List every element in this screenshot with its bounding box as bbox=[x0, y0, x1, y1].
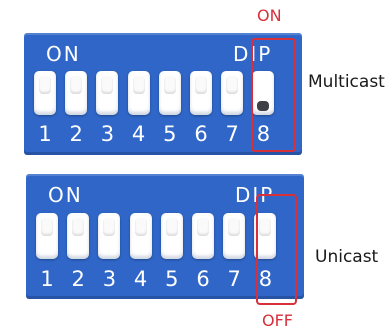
actuator-slot bbox=[134, 218, 147, 236]
actuator-slot bbox=[70, 76, 83, 94]
switch-1-actuator[interactable] bbox=[34, 71, 56, 115]
actuator-slot bbox=[259, 218, 272, 236]
switch-7-number: 7 bbox=[225, 122, 239, 146]
dip-on-marking: ON bbox=[48, 183, 83, 207]
switch-8-number: 8 bbox=[256, 122, 271, 146]
switch-4-number: 4 bbox=[133, 267, 148, 291]
actuator-slot bbox=[103, 218, 116, 236]
switch-4-number: 4 bbox=[131, 122, 146, 146]
actuator-slot bbox=[132, 76, 145, 94]
dip-on-marking: ON bbox=[46, 42, 81, 66]
switch-4-actuator[interactable] bbox=[129, 213, 152, 259]
switch-4-actuator[interactable] bbox=[127, 71, 150, 115]
switch-5-number: 5 bbox=[163, 122, 177, 146]
actuator-slot bbox=[197, 218, 209, 236]
switch-3-actuator[interactable] bbox=[98, 213, 121, 259]
on-state-label: ON bbox=[257, 6, 282, 25]
actuator-slot bbox=[257, 101, 270, 111]
switch-7-actuator[interactable] bbox=[223, 213, 246, 259]
actuator-slot bbox=[226, 76, 239, 94]
switch-6-actuator[interactable] bbox=[190, 71, 212, 115]
switch-5-number: 5 bbox=[165, 267, 179, 291]
switch-2-actuator[interactable] bbox=[67, 213, 90, 259]
switch-8-actuator[interactable] bbox=[252, 71, 275, 115]
switch-2-actuator[interactable] bbox=[65, 71, 88, 115]
switch-6-number: 6 bbox=[194, 122, 208, 146]
unicast-label: Unicast bbox=[315, 247, 379, 267]
switch-2-number: 2 bbox=[69, 122, 83, 146]
switch-3-number: 3 bbox=[100, 122, 115, 146]
switch-1-number: 1 bbox=[38, 122, 52, 146]
switch-8-actuator[interactable] bbox=[254, 213, 277, 259]
switch-7-number: 7 bbox=[227, 267, 241, 291]
actuator-slot bbox=[163, 76, 176, 94]
switch-6-number: 6 bbox=[196, 267, 210, 291]
actuator-slot bbox=[228, 218, 241, 236]
switch-5-actuator[interactable] bbox=[160, 213, 183, 259]
actuator-slot bbox=[41, 218, 53, 236]
switch-8-highlight bbox=[251, 38, 296, 152]
switch-6-actuator[interactable] bbox=[192, 213, 214, 259]
switch-3-number: 3 bbox=[102, 267, 117, 291]
actuator-slot bbox=[195, 76, 207, 94]
dip-brand-marking: DIP bbox=[235, 183, 275, 207]
switch-5-actuator[interactable] bbox=[158, 71, 181, 115]
multicast-label: Multicast bbox=[308, 72, 385, 92]
switch-1-number: 1 bbox=[40, 267, 54, 291]
switch-8-highlight bbox=[256, 194, 297, 305]
actuator-slot bbox=[101, 76, 114, 94]
switch-2-number: 2 bbox=[71, 267, 85, 291]
actuator-slot bbox=[72, 218, 85, 236]
switch-7-actuator[interactable] bbox=[221, 71, 244, 115]
switch-8-number: 8 bbox=[258, 267, 273, 291]
actuator-slot bbox=[165, 218, 178, 236]
switch-3-actuator[interactable] bbox=[96, 71, 119, 115]
switch-1-actuator[interactable] bbox=[36, 213, 58, 259]
off-state-label: OFF bbox=[262, 311, 293, 330]
actuator-slot bbox=[39, 76, 51, 94]
